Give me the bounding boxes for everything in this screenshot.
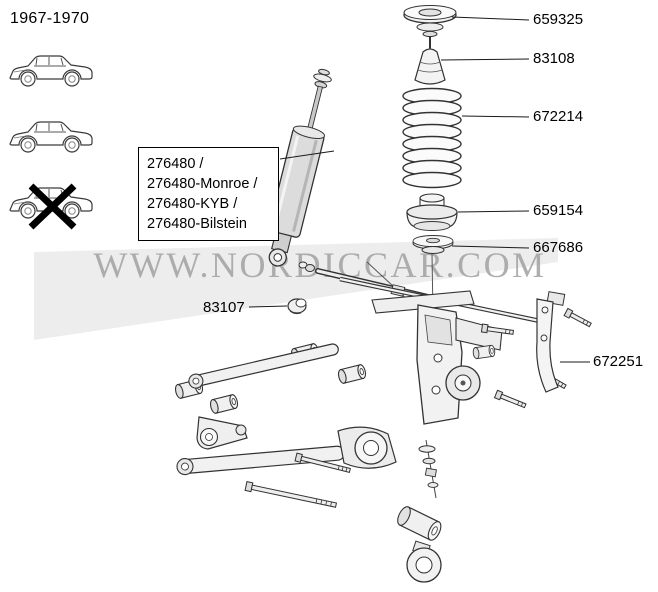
support-bracket-drawing (536, 291, 566, 393)
part-label-83108: 83108 (533, 50, 575, 67)
car-icon-2 (9, 121, 93, 153)
top-mount-drawing (403, 5, 457, 48)
callout-line-1: 276480 / (147, 156, 204, 172)
lower-control-arm-drawing (176, 426, 397, 476)
part-label-672251: 672251 (593, 353, 644, 370)
bolt-long-a (244, 481, 338, 508)
bolt-e (563, 307, 592, 328)
part-label-667686: 667686 (533, 239, 584, 256)
car-icon-1 (9, 55, 93, 87)
bushing-83107-drawing (287, 298, 307, 315)
bump-stop-drawing (414, 40, 446, 85)
part-label-659154: 659154 (533, 202, 584, 219)
coil-spring-drawing (402, 87, 462, 189)
upper-control-arm-drawing (188, 343, 339, 389)
callout-line-3: 276480-KYB / (147, 196, 238, 212)
part-label-83107: 83107 (203, 299, 245, 316)
shock-absorber-callout-box: 276480 / 276480-Monroe / 276480-KYB / 27… (138, 147, 279, 241)
callout-line-2: 276480-Monroe / (147, 176, 258, 192)
excluded-x-marker (28, 183, 77, 230)
part-label-659325: 659325 (533, 11, 584, 28)
callout-line-4: 276480-Bilstein (147, 216, 247, 232)
bolt-d (493, 389, 527, 409)
year-range-label: 1967-1970 (10, 10, 90, 27)
leader-lines (248, 16, 590, 363)
hardware-stack-drawing (418, 439, 439, 499)
ground-plane (34, 238, 558, 340)
bolt-long-b (294, 452, 351, 473)
bell-crank-drawing (196, 416, 248, 450)
bushing-large-drawing (397, 506, 442, 541)
spring-seat-drawing (406, 193, 458, 231)
spring-washer-drawing (412, 235, 454, 254)
grommet-drawing (406, 540, 442, 583)
part-label-672214: 672214 (533, 108, 584, 125)
watermark-text: WWW.NORDICCAR.COM (93, 245, 546, 285)
bolt-c (480, 323, 515, 335)
axle-bracket-drawing (416, 304, 503, 425)
axle-tube-drawing (371, 290, 475, 314)
